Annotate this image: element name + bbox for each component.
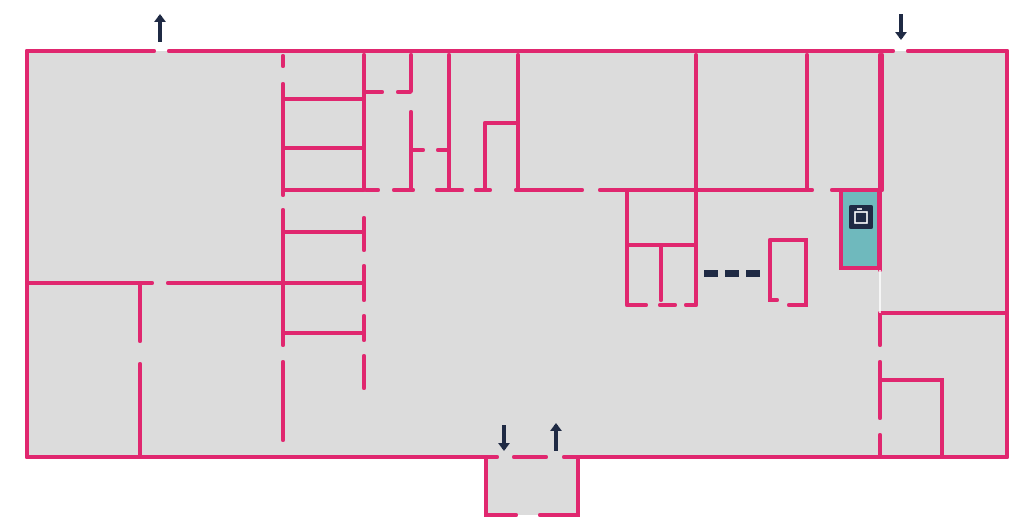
arrow-down-icon[interactable]: [895, 14, 907, 40]
entrance-vestibule-floor: [486, 457, 578, 515]
right-room-inner: [880, 378, 944, 458]
exit-arrows: [154, 14, 907, 451]
walls: [25, 49, 1009, 517]
office-row-dividers: [283, 97, 365, 335]
top-office-walls: [364, 53, 884, 192]
elevator-box: [839, 188, 881, 270]
stairs-dash: [704, 270, 718, 277]
stairs-dash: [725, 270, 739, 277]
elevator-marker[interactable]: [839, 188, 881, 270]
arrow-up-icon[interactable]: [550, 423, 562, 451]
middle-room-cluster: [625, 190, 698, 307]
small-room-right: [768, 238, 808, 307]
arrow-down-icon[interactable]: [498, 425, 510, 451]
arrow-up-icon[interactable]: [154, 14, 166, 42]
vestibule-walls: [484, 455, 580, 517]
stairs-dash: [746, 270, 760, 277]
stairs-dashes: [704, 270, 760, 277]
elevator-icon-frame: [854, 211, 868, 224]
